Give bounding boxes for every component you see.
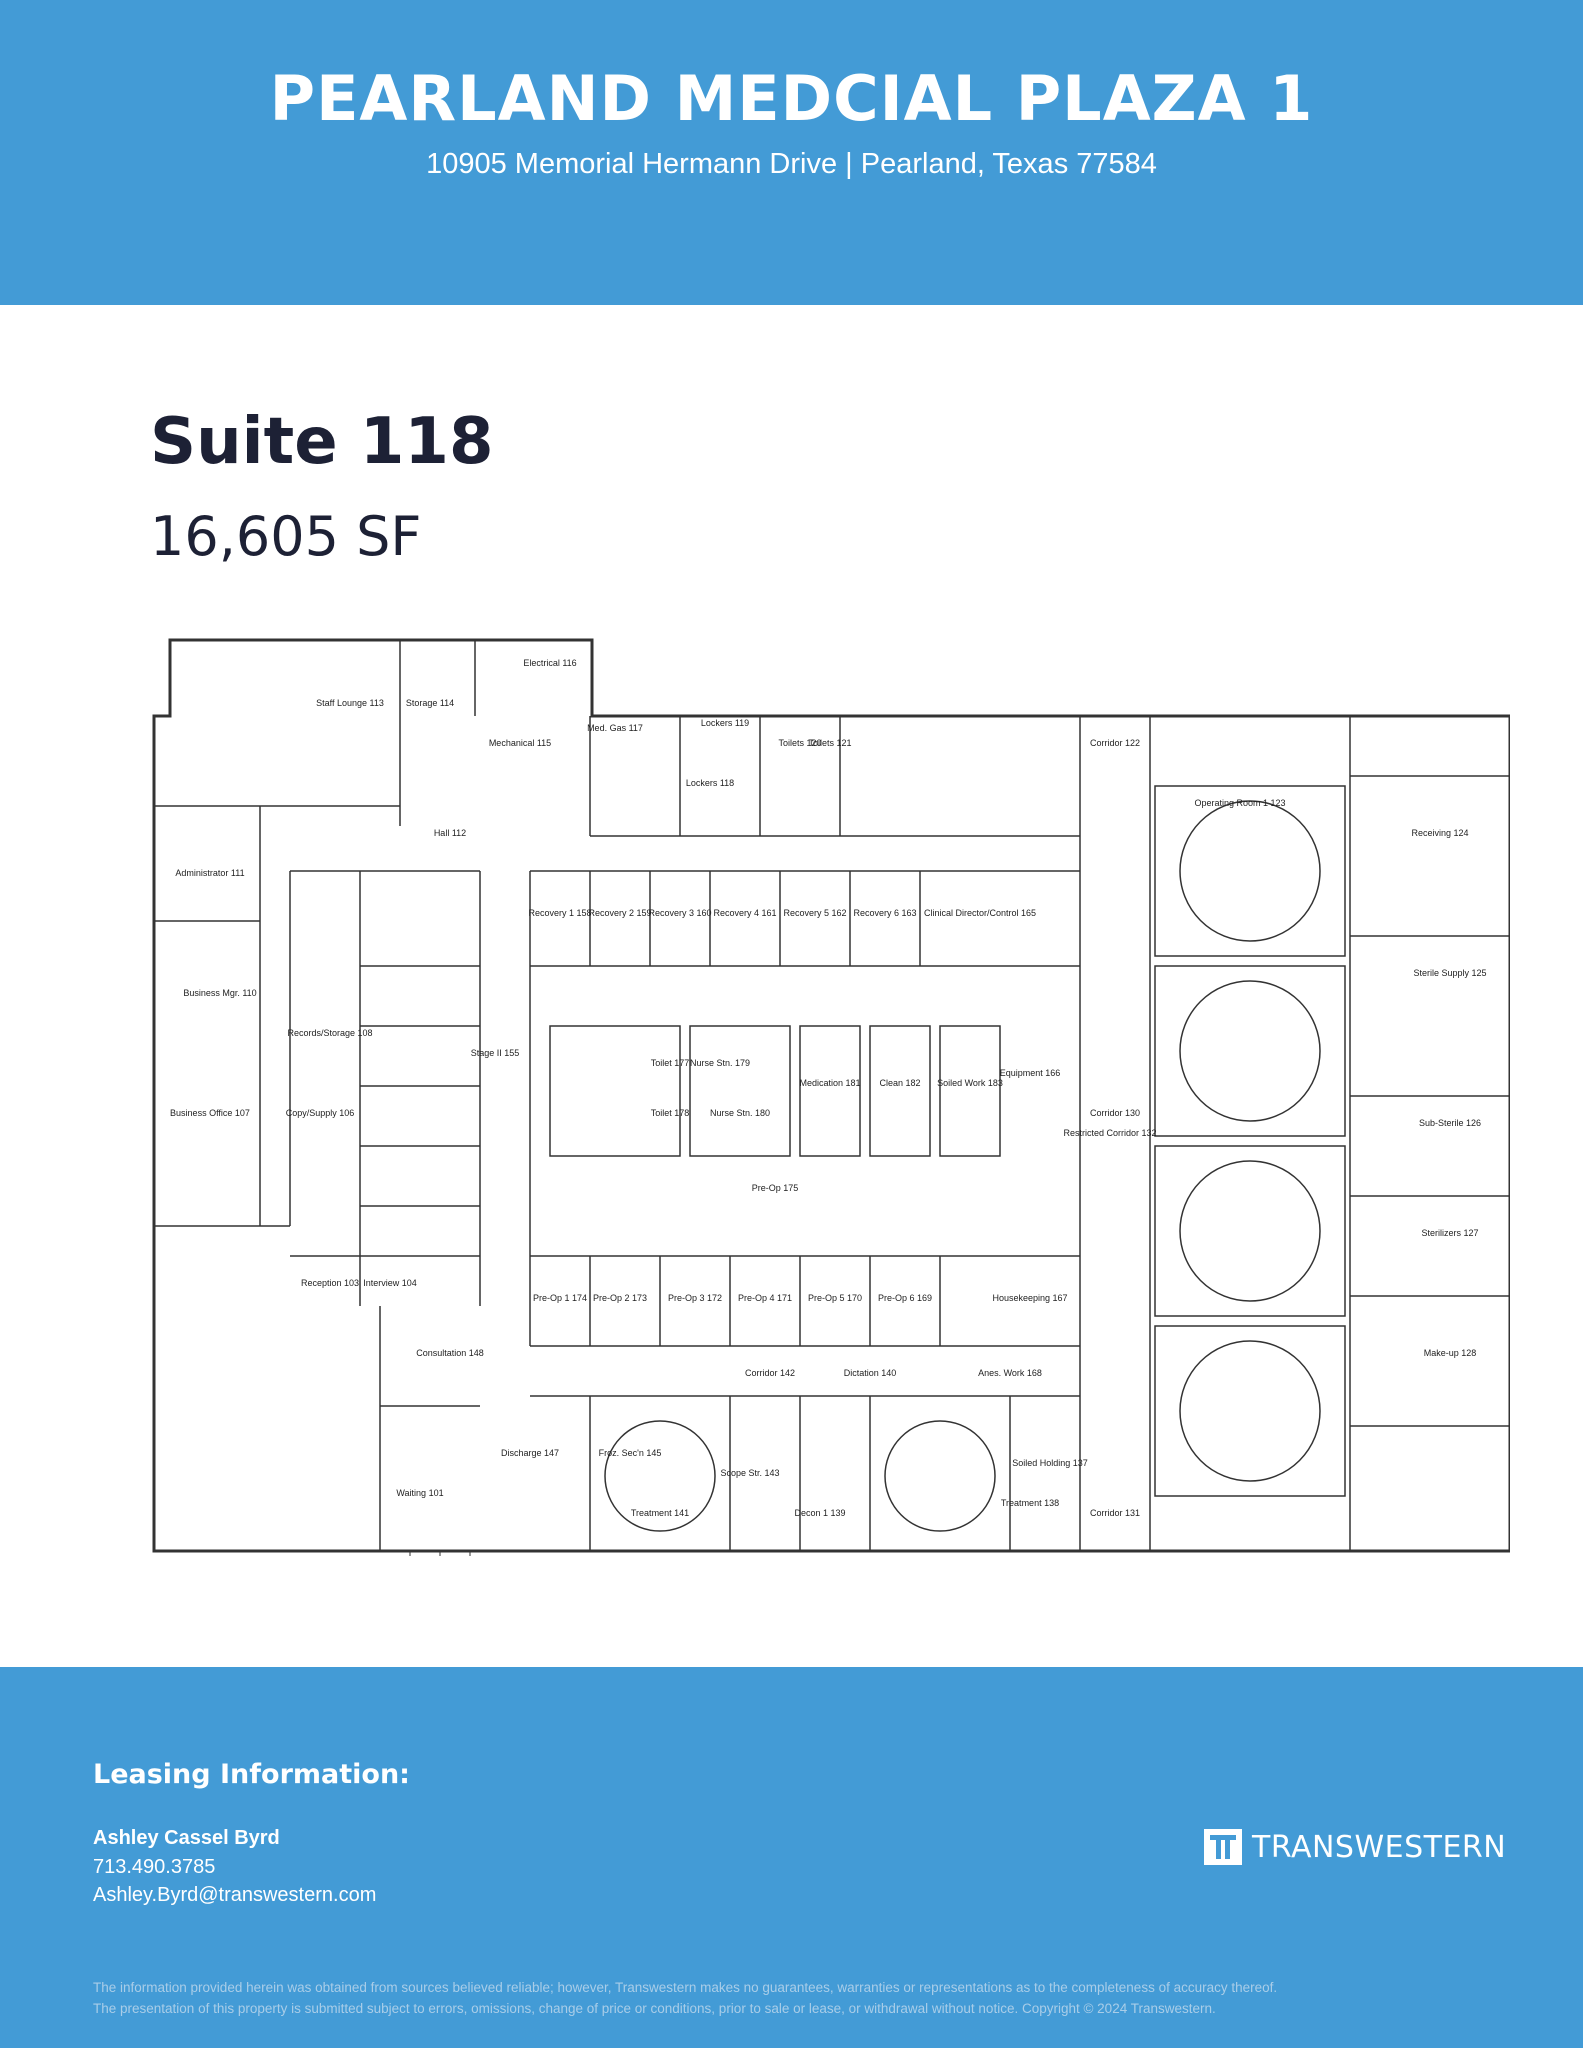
room-label: Business Mgr. 110	[183, 988, 256, 998]
room-label: Recovery 6 163	[853, 908, 916, 918]
room-label: Corridor 130	[1090, 1108, 1140, 1118]
room-label: Reception 103	[301, 1278, 359, 1288]
room-label: Pre-Op 6 169	[878, 1293, 932, 1303]
transwestern-logo-icon	[1204, 1829, 1242, 1865]
property-address: 10905 Memorial Hermann Drive | Pearland,…	[426, 148, 1157, 180]
room-label: Medication 181	[799, 1078, 860, 1088]
contact-name: Ashley Cassel Byrd	[93, 1827, 280, 1849]
room-label: Pre-Op 4 171	[738, 1293, 792, 1303]
footer-banner: Leasing Information: Ashley Cassel Byrd …	[0, 1667, 1583, 2048]
room-label: Administrator 111	[175, 868, 244, 878]
room-label: Toilets 120	[778, 738, 821, 748]
room-label: Scope Str. 143	[720, 1468, 779, 1478]
room-label: Waiting 101	[396, 1488, 443, 1498]
room-label: Restricted Corridor 132	[1063, 1128, 1156, 1138]
room-label: Recovery 5 162	[783, 908, 846, 918]
disclaimer-line-1: The information provided herein was obta…	[93, 1980, 1278, 1995]
room-label: Pre-Op 175	[752, 1183, 799, 1193]
disclaimer-line-2: The presentation of this property is sub…	[93, 2001, 1216, 2016]
room-label: Soiled Work 183	[937, 1078, 1003, 1088]
room-label: Nurse Stn. 179	[690, 1058, 750, 1068]
room-label: Anes. Work 168	[978, 1368, 1042, 1378]
room-label: Operating Room 1 123	[1194, 798, 1285, 808]
room-label: Toilets 121	[808, 738, 851, 748]
room-label: Recovery 4 161	[713, 908, 776, 918]
room-label: Pre-Op 3 172	[668, 1293, 722, 1303]
room-label: Sterile Supply 125	[1413, 968, 1486, 978]
room-label: Toilet 177	[651, 1058, 690, 1068]
room-label: Business Office 107	[170, 1108, 250, 1118]
room-label: Stage II 155	[471, 1048, 520, 1058]
room-label: Recovery 3 160	[648, 908, 711, 918]
room-label: Nurse Stn. 180	[710, 1108, 770, 1118]
suite-area: 16,605 SF	[150, 505, 422, 568]
room-label: Soiled Holding 137	[1012, 1458, 1088, 1468]
contact-email-link[interactable]: Ashley.Byrd@transwestern.com	[93, 1884, 377, 1906]
suite-name: Suite 118	[150, 405, 494, 479]
room-label: Med. Gas 117	[587, 723, 643, 733]
leasing-heading: Leasing Information:	[93, 1759, 410, 1790]
room-label: Storage 114	[406, 698, 454, 708]
room-label: Discharge 147	[501, 1448, 559, 1458]
room-label: Toilet 178	[651, 1108, 690, 1118]
room-label: Clean 182	[879, 1078, 920, 1088]
room-label: Pre-Op 2 173	[593, 1293, 647, 1303]
room-label: Decon 1 139	[794, 1508, 845, 1518]
room-label: Sub-Sterile 126	[1419, 1118, 1481, 1128]
logo-wordmark: TRANSWESTERN	[1252, 1829, 1507, 1865]
room-label: Sterilizers 127	[1421, 1228, 1478, 1238]
room-label: Pre-Op 5 170	[808, 1293, 862, 1303]
transwestern-logo: TRANSWESTERN	[1204, 1827, 1506, 1867]
room-label: Clinical Director/Control 165	[924, 908, 1036, 918]
room-label: Staff Lounge 113	[316, 698, 384, 708]
room-label: Records/Storage 108	[287, 1028, 372, 1038]
room-label: Recovery 2 159	[588, 908, 651, 918]
room-label: Equipment 166	[1000, 1068, 1061, 1078]
room-label: Interview 104	[363, 1278, 417, 1288]
room-label: Treatment 138	[1001, 1498, 1059, 1508]
room-label: Hall 112	[434, 828, 466, 838]
room-label: Pre-Op 1 174	[533, 1293, 587, 1303]
room-label: Recovery 1 158	[528, 908, 591, 918]
room-label: Receiving 124	[1411, 828, 1468, 838]
room-label: Froz. Sec'n 145	[599, 1448, 662, 1458]
room-label: Housekeeping 167	[992, 1293, 1067, 1303]
header-banner: PEARLAND MEDCIAL PLAZA 1 10905 Memorial …	[0, 0, 1583, 305]
room-label: Corridor 122	[1090, 738, 1140, 748]
room-label: Consultation 148	[416, 1348, 484, 1358]
room-label: Lockers 118	[686, 778, 734, 788]
contact-phone-link[interactable]: 713.490.3785	[93, 1856, 216, 1878]
property-title: PEARLAND MEDCIAL PLAZA 1	[269, 62, 1314, 135]
room-label: Electrical 116	[523, 658, 576, 668]
room-label: Corridor 142	[745, 1368, 795, 1378]
disclaimer: The information provided herein was obta…	[93, 1977, 1513, 2019]
room-label: Lockers 119	[701, 718, 749, 728]
room-label: Make-up 128	[1424, 1348, 1477, 1358]
room-label: Mechanical 115	[489, 738, 551, 748]
room-label: Treatment 141	[631, 1508, 689, 1518]
room-label: Corridor 131	[1090, 1508, 1140, 1518]
room-label: Copy/Supply 106	[286, 1108, 355, 1118]
room-label: Dictation 140	[844, 1368, 897, 1378]
